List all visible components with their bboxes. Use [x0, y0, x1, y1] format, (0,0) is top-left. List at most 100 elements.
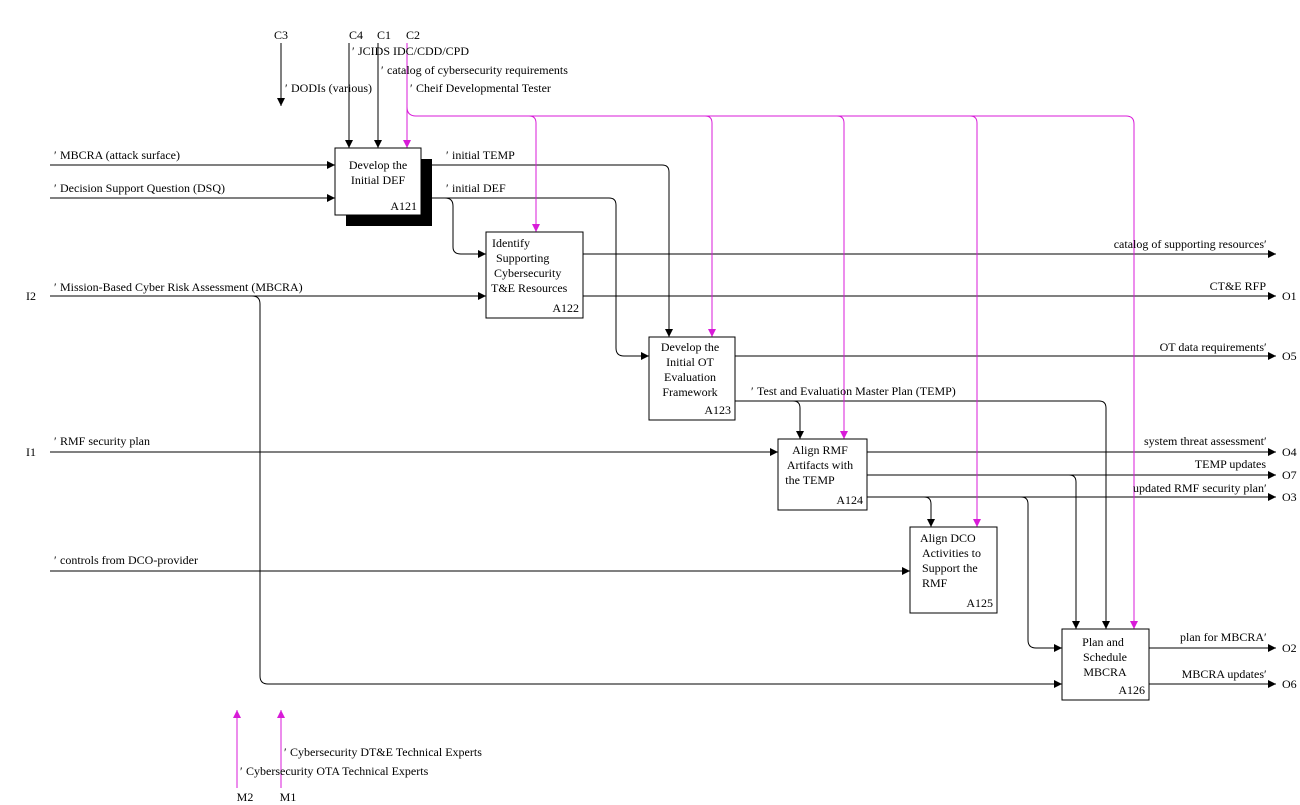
label-o4: system threat assessment — [1144, 434, 1265, 448]
a125-title-line-3: Support the — [922, 561, 978, 575]
arrow-temp-to-a126 — [780, 400, 1110, 629]
label-o6: MBCRA updates — [1182, 667, 1265, 681]
input-arrow-i2-to-a126 — [251, 295, 1062, 688]
a126-node-id: A126 — [1118, 683, 1145, 697]
code-o1: O1 — [1282, 289, 1297, 303]
tunnel-i2: ′ — [54, 280, 57, 294]
activity-box-a122[interactable]: Identify Supporting Cybersecurity T&E Re… — [485, 231, 584, 319]
control-arrow-c2-to-a122 — [528, 115, 540, 232]
a121-frame — [334, 147, 422, 216]
code-c1: C1 — [377, 28, 391, 42]
label-o2: plan for MBCRA — [1180, 630, 1264, 644]
activity-box-a121[interactable]: Develop the Initial DEF A121 — [334, 147, 432, 226]
code-m1: M1 — [280, 790, 297, 804]
internal-arrows — [432, 164, 1110, 652]
label-mbcra-surface: MBCRA (attack surface) — [60, 148, 180, 162]
a121-title-line-2: Initial DEF — [351, 173, 406, 187]
boundary-codes: C3 C4 C1 C2 I2 I1 O1 O5 O4 O7 O3 O2 O6 M… — [26, 28, 1297, 804]
code-c3: C3 — [274, 28, 288, 42]
a121-title-line-1: Develop the — [349, 158, 407, 172]
a126-title-line-1: Plan and — [1082, 635, 1124, 649]
a124-title-line-2: Artifacts with — [787, 458, 853, 472]
label-catalog-resources: catalog of supporting resources — [1114, 237, 1265, 251]
a125-title-line-1: Align DCO — [920, 531, 976, 545]
a121-node-id: A121 — [390, 199, 417, 213]
label-o5: OT data requirements — [1160, 340, 1265, 354]
mechanism-arrows — [233, 710, 285, 788]
chief-tester-arrows — [403, 43, 1138, 629]
label-c2: Cheif Developmental Tester — [416, 81, 551, 95]
code-m2: M2 — [237, 790, 254, 804]
label-m1: Cybersecurity DT&E Technical Experts — [290, 745, 482, 759]
a125-frame — [909, 526, 998, 614]
output-arrows — [583, 250, 1276, 688]
tunnel-initial-def: ′ — [446, 181, 449, 195]
a126-title-line-3: MBCRA — [1083, 665, 1127, 679]
a122-title-line-2: Supporting — [496, 251, 549, 265]
code-o5: O5 — [1282, 349, 1297, 363]
label-o1: CT&E RFP — [1210, 279, 1267, 293]
arrow-temp-to-a124 — [735, 400, 804, 439]
code-o4: O4 — [1282, 445, 1297, 459]
code-o7: O7 — [1282, 468, 1297, 482]
arrow-a124-to-a125 — [867, 496, 935, 527]
tunnel-o5: ′ — [1264, 340, 1267, 354]
a125-title-line-2: Activities to — [922, 546, 981, 560]
control-arrows — [277, 43, 382, 148]
a124-node-id: A124 — [836, 493, 863, 507]
activity-box-a123[interactable]: Develop the Initial OT Evaluation Framew… — [648, 336, 736, 421]
tunnel-c2: ′ — [410, 81, 413, 95]
control-arrow-c2-to-a124 — [836, 115, 848, 439]
activity-box-a125[interactable]: Align DCO Activities to Support the RMF … — [909, 526, 998, 614]
activity-box-a124[interactable]: Align RMF Artifacts with the TEMP A124 — [777, 438, 868, 511]
a125-title-line-4: RMF — [922, 576, 948, 590]
a123-title-line-1: Develop the — [661, 340, 719, 354]
label-m2: Cybersecurity OTA Technical Experts — [246, 764, 429, 778]
tunnel-m1: ′ — [284, 745, 287, 759]
a124-title-line-3: the TEMP — [785, 473, 835, 487]
a124-frame — [777, 438, 868, 511]
tunnel-m2: ′ — [240, 764, 243, 778]
tunnel-o2: ′ — [1264, 630, 1267, 644]
tunnel-i1: ′ — [54, 434, 57, 448]
a126-title-line-2: Schedule — [1083, 650, 1127, 664]
tunnel-o6: ′ — [1264, 667, 1267, 681]
label-o3: updated RMF security plan — [1133, 481, 1264, 495]
a123-frame — [648, 336, 736, 421]
label-dsq: Decision Support Question (DSQ) — [60, 181, 225, 195]
code-o6: O6 — [1282, 677, 1297, 691]
label-temp: Test and Evaluation Master Plan (TEMP) — [757, 384, 956, 398]
label-c3: DODIs (various) — [291, 81, 372, 95]
input-arrows — [50, 161, 1062, 688]
a124-title-line-1: Align RMF — [792, 443, 848, 457]
tunnel-temp: ′ — [751, 384, 754, 398]
label-i1: RMF security plan — [60, 434, 150, 448]
code-i1: I1 — [26, 445, 36, 459]
tunnel-o3: ′ — [1264, 481, 1267, 495]
control-arrow-c2-to-a125 — [969, 115, 981, 527]
arrow-initial-def-to-a123 — [432, 197, 649, 360]
a125-node-id: A125 — [966, 596, 993, 610]
label-c1: catalog of cybersecurity requirements — [387, 63, 568, 77]
label-initial-def: initial DEF — [452, 181, 506, 195]
arrow-initial-def-to-a122 — [444, 197, 486, 258]
control-arrow-c2-to-a123 — [704, 115, 716, 337]
activity-boxes: Develop the Initial DEF A121 Identify Su… — [334, 147, 1150, 701]
a122-node-id: A122 — [552, 301, 579, 315]
label-dco: controls from DCO-provider — [60, 553, 198, 567]
code-o3: O3 — [1282, 490, 1297, 504]
tunnel-o4: ′ — [1264, 434, 1267, 448]
a123-title-line-3: Evaluation — [664, 370, 716, 384]
a126-frame — [1061, 628, 1150, 701]
code-c2: C2 — [406, 28, 420, 42]
code-c4: C4 — [349, 28, 363, 42]
tunnel-c4: ′ — [352, 44, 355, 58]
tunnel-dco: ′ — [54, 553, 57, 567]
code-i2: I2 — [26, 289, 36, 303]
tunnel-dsq: ′ — [54, 181, 57, 195]
tunnel-initial-temp: ′ — [446, 148, 449, 162]
activity-box-a126[interactable]: Plan and Schedule MBCRA A126 — [1061, 628, 1150, 701]
tunnel-c1: ′ — [381, 63, 384, 77]
arrow-initial-temp — [432, 164, 673, 337]
